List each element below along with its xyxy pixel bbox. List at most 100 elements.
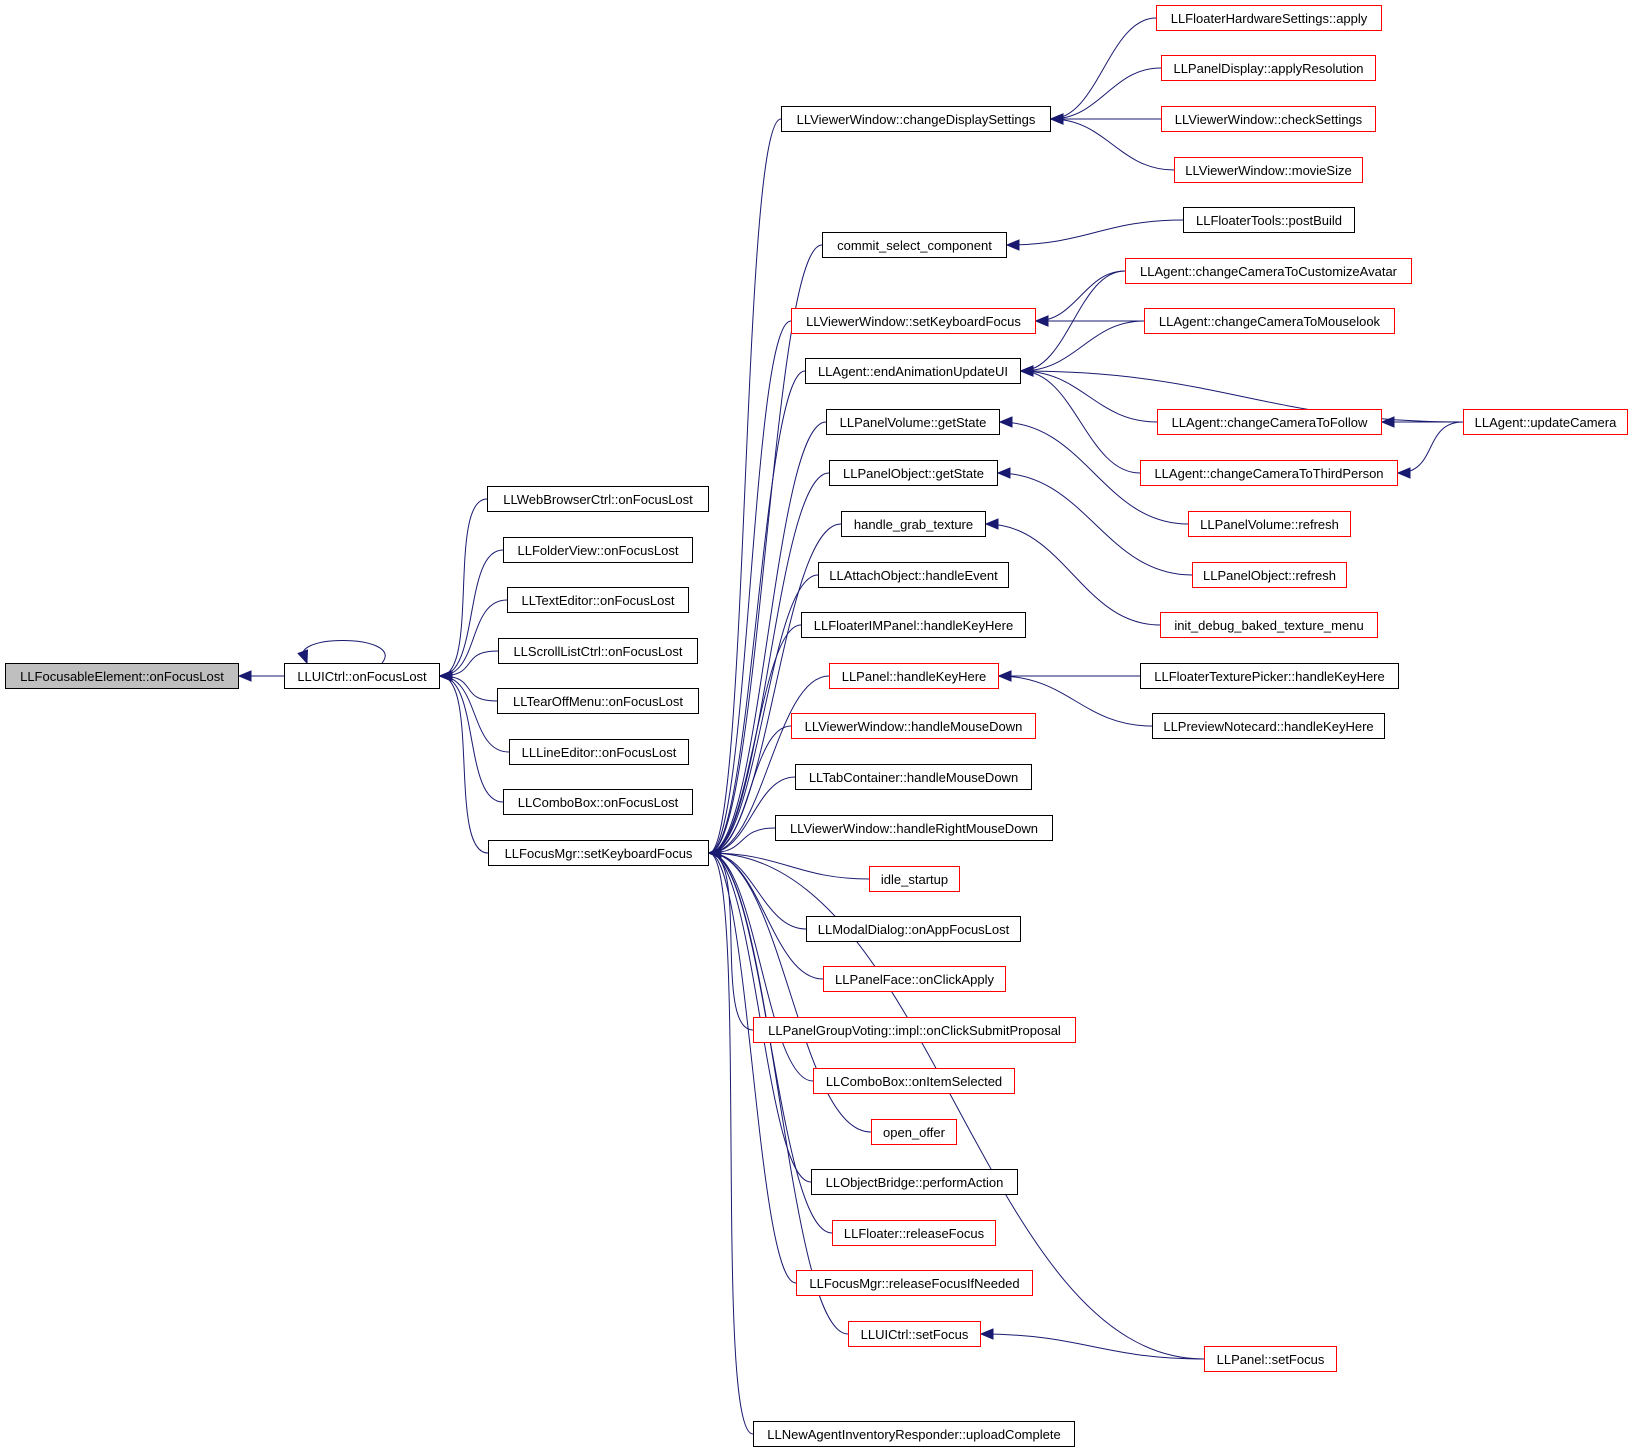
graph-node[interactable]: LLPanel::handleKeyHere xyxy=(829,663,999,689)
node-label: LLFloaterTexturePicker::handleKeyHere xyxy=(1154,668,1385,684)
call-edge xyxy=(439,675,504,803)
node-label: LLFloaterHardwareSettings::apply xyxy=(1170,10,1368,26)
graph-node[interactable]: idle_startup xyxy=(869,866,960,892)
node-label: LLViewerWindow::changeDisplaySettings xyxy=(796,111,1036,127)
graph-node[interactable]: LLScrollListCtrl::onFocusLost xyxy=(498,638,698,664)
graph-node[interactable]: LLComboBox::onFocusLost xyxy=(503,789,693,815)
call-edge xyxy=(999,421,1189,525)
node-label: LLAgent::changeCameraToFollow xyxy=(1171,414,1368,430)
graph-node[interactable]: LLViewerWindow::checkSettings xyxy=(1161,106,1376,132)
node-label: LLPanelGroupVoting::impl::onClickSubmitP… xyxy=(768,1022,1061,1038)
graph-node[interactable]: LLPanelObject::getState xyxy=(829,460,998,486)
graph-node[interactable]: LLUICtrl::setFocus xyxy=(848,1321,981,1347)
graph-node[interactable]: LLViewerWindow::handleRightMouseDown xyxy=(775,815,1053,841)
graph-node[interactable]: LLViewerWindow::changeDisplaySettings xyxy=(781,106,1051,132)
graph-node[interactable]: LLPanelDisplay::applyResolution xyxy=(1161,55,1376,81)
graph-node[interactable]: LLPanelObject::refresh xyxy=(1192,562,1347,588)
graph-node[interactable]: LLPreviewNotecard::handleKeyHere xyxy=(1152,713,1385,739)
graph-node[interactable]: handle_grab_texture xyxy=(841,511,986,537)
node-label: LLFloater::releaseFocus xyxy=(843,1225,985,1241)
call-edge xyxy=(1020,320,1145,372)
call-edge xyxy=(708,852,1205,1360)
graph-node[interactable]: LLTearOffMenu::onFocusLost xyxy=(497,688,699,714)
call-edge xyxy=(708,852,872,1133)
node-label: LLFolderView::onFocusLost xyxy=(517,542,679,558)
graph-node[interactable]: LLFloaterTools::postBuild xyxy=(1183,207,1355,233)
graph-node[interactable]: LLTextEditor::onFocusLost xyxy=(507,587,689,613)
graph-node[interactable]: LLAgent::updateCamera xyxy=(1463,409,1628,435)
graph-node[interactable]: LLFloaterIMPanel::handleKeyHere xyxy=(801,612,1026,638)
graph-node[interactable]: LLAgent::changeCameraToCustomizeAvatar xyxy=(1125,258,1412,284)
edge-arrowhead xyxy=(997,670,1012,682)
edge-arrowhead xyxy=(979,1328,994,1340)
graph-node[interactable]: LLAgent::changeCameraToMouselook xyxy=(1144,308,1395,334)
node-label: LLPreviewNotecard::handleKeyHere xyxy=(1163,718,1374,734)
node-label: LLViewerWindow::movieSize xyxy=(1185,162,1352,178)
node-label: LLFocusMgr::setKeyboardFocus xyxy=(504,845,693,861)
node-label: LLViewerWindow::handleMouseDown xyxy=(804,718,1023,734)
call-edge xyxy=(708,852,870,880)
graph-node[interactable]: LLUICtrl::onFocusLost xyxy=(284,663,440,689)
graph-node[interactable]: LLAttachObject::handleEvent xyxy=(818,562,1009,588)
graph-node[interactable]: LLFocusMgr::releaseFocusIfNeeded xyxy=(796,1270,1033,1296)
edge-arrowhead xyxy=(1049,113,1064,125)
call-edge xyxy=(1050,67,1162,120)
node-label: LLAgent::updateCamera xyxy=(1474,414,1617,430)
call-edge xyxy=(708,244,823,854)
graph-node[interactable]: init_debug_baked_texture_menu xyxy=(1160,612,1378,638)
node-label: LLFocusableElement::onFocusLost xyxy=(20,668,224,684)
graph-node[interactable]: LLPanelVolume::getState xyxy=(826,409,1000,435)
call-edge xyxy=(1035,270,1126,322)
graph-node[interactable]: LLObjectBridge::performAction xyxy=(811,1169,1018,1195)
call-edge xyxy=(1397,421,1464,474)
call-edge xyxy=(1050,17,1157,120)
node-label: LLComboBox::onItemSelected xyxy=(825,1073,1003,1089)
graph-node[interactable]: LLViewerWindow::handleMouseDown xyxy=(791,713,1036,739)
call-edge xyxy=(708,852,849,1335)
call-edge xyxy=(302,640,386,664)
node-label: open_offer xyxy=(883,1124,945,1140)
graph-node[interactable]: LLFloaterTexturePicker::handleKeyHere xyxy=(1140,663,1399,689)
edge-arrowhead xyxy=(1005,239,1020,251)
call-edge xyxy=(708,320,792,854)
graph-node[interactable]: open_offer xyxy=(871,1119,957,1145)
graph-node[interactable]: LLComboBox::onItemSelected xyxy=(813,1068,1015,1094)
graph-node[interactable]: commit_select_component xyxy=(822,232,1007,258)
node-label: LLFloaterTools::postBuild xyxy=(1196,212,1342,228)
call-edge xyxy=(708,421,827,854)
graph-node[interactable]: LLPanel::setFocus xyxy=(1204,1346,1337,1372)
graph-node[interactable]: LLFolderView::onFocusLost xyxy=(503,537,693,563)
call-edge xyxy=(708,852,814,1082)
graph-node[interactable]: LLPanelVolume::refresh xyxy=(1188,511,1351,537)
node-label: LLWebBrowserCtrl::onFocusLost xyxy=(503,491,693,507)
graph-node[interactable]: LLWebBrowserCtrl::onFocusLost xyxy=(487,486,709,512)
edge-arrowhead xyxy=(1019,365,1034,377)
call-edge xyxy=(1020,370,1158,423)
edge-arrowhead xyxy=(998,416,1013,428)
edge-arrowhead xyxy=(984,518,999,530)
graph-node[interactable]: LLFloater::releaseFocus xyxy=(832,1220,996,1246)
graph-node[interactable]: LLAgent::changeCameraToFollow xyxy=(1157,409,1382,435)
node-label: LLLineEditor::onFocusLost xyxy=(521,744,677,760)
graph-node[interactable]: LLViewerWindow::movieSize xyxy=(1174,157,1363,183)
node-label: LLPanel::handleKeyHere xyxy=(841,668,987,684)
graph-node[interactable]: LLNewAgentInventoryResponder::uploadComp… xyxy=(753,1421,1075,1447)
graph-node[interactable]: LLFloaterHardwareSettings::apply xyxy=(1156,5,1382,31)
node-label: LLFloaterIMPanel::handleKeyHere xyxy=(813,617,1014,633)
node-label: LLAgent::endAnimationUpdateUI xyxy=(817,363,1009,379)
graph-node[interactable]: LLAgent::endAnimationUpdateUI xyxy=(805,358,1021,384)
graph-node[interactable]: LLFocusableElement::onFocusLost xyxy=(5,663,239,689)
graph-node[interactable]: LLFocusMgr::setKeyboardFocus xyxy=(488,840,709,866)
graph-node[interactable]: LLPanelFace::onClickApply xyxy=(823,966,1006,992)
graph-node[interactable]: LLTabContainer::handleMouseDown xyxy=(795,764,1032,790)
graph-node[interactable]: LLModalDialog::onAppFocusLost xyxy=(806,916,1021,942)
graph-node[interactable]: LLLineEditor::onFocusLost xyxy=(509,739,689,765)
node-label: LLModalDialog::onAppFocusLost xyxy=(817,921,1010,937)
graph-node[interactable]: LLAgent::changeCameraToThirdPerson xyxy=(1140,460,1398,486)
edge-arrowhead xyxy=(237,670,252,682)
graph-node[interactable]: LLViewerWindow::setKeyboardFocus xyxy=(791,308,1036,334)
call-edge xyxy=(708,725,792,854)
graph-node[interactable]: LLPanelGroupVoting::impl::onClickSubmitP… xyxy=(753,1017,1076,1043)
node-label: LLFocusMgr::releaseFocusIfNeeded xyxy=(809,1275,1020,1291)
node-label: LLNewAgentInventoryResponder::uploadComp… xyxy=(767,1426,1061,1442)
